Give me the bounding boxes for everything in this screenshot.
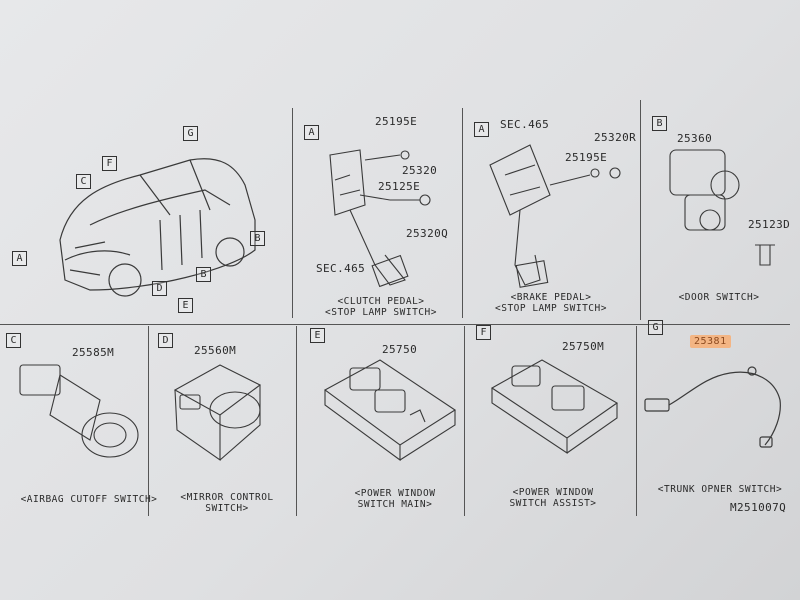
panel-tag-pw-assist: F xyxy=(476,325,491,340)
callout-e: E xyxy=(178,298,193,313)
airbag-switch-drawing xyxy=(19,364,139,458)
callout-b-lower: B xyxy=(196,267,211,282)
panel-tag-brake: A xyxy=(474,122,489,137)
part-number-25320r: 25320R xyxy=(594,131,637,144)
panel-tag-airbag: C xyxy=(6,333,21,348)
figure-code: M251007Q xyxy=(730,501,787,514)
part-number-25195e-brake: 25195E xyxy=(565,151,608,164)
caption-brake-line1: <BRAKE PEDAL> xyxy=(510,292,592,303)
callout-g: G xyxy=(183,126,198,141)
caption-pw-assist-line1: <POWER WINDOW xyxy=(512,487,594,498)
caption-mirror-line1: <MIRROR CONTROL xyxy=(180,492,274,503)
part-number-25381-highlighted: 25381 xyxy=(690,335,731,348)
callout-c: C xyxy=(76,174,91,189)
divider-h1 xyxy=(0,324,790,325)
part-number-25585m: 25585M xyxy=(72,346,115,359)
divider-v7 xyxy=(636,326,637,516)
callout-d: D xyxy=(152,281,167,296)
part-number-25750: 25750 xyxy=(382,343,418,356)
part-number-25320q: 25320Q xyxy=(406,227,449,240)
clutch-pedal-drawing xyxy=(329,149,431,288)
mirror-switch-drawing xyxy=(173,364,262,462)
divider-v2 xyxy=(462,108,463,318)
caption-pw-assist-line2: SWITCH ASSIST> xyxy=(509,498,597,509)
part-number-25195e-clutch: 25195E xyxy=(375,115,418,128)
divider-v4 xyxy=(148,326,149,516)
caption-pw-main-line1: <POWER WINDOW xyxy=(354,488,436,499)
caption-mirror-line2: SWITCH> xyxy=(205,503,249,514)
pw-main-switch-drawing xyxy=(323,359,457,462)
caption-clutch-line1: <CLUTCH PEDAL> xyxy=(337,296,425,307)
caption-brake-line2: <STOP LAMP SWITCH> xyxy=(495,303,607,314)
panel-tag-trunk: G xyxy=(648,320,663,335)
brake-pedal-drawing xyxy=(489,144,621,288)
part-number-25123d: 25123D xyxy=(748,218,791,231)
section-ref-clutch: SEC.465 xyxy=(316,262,366,275)
divider-v5 xyxy=(296,326,297,516)
door-switch-drawing xyxy=(669,149,775,266)
vehicle-overview-drawing xyxy=(59,158,256,297)
panel-tag-mirror: D xyxy=(158,333,173,348)
caption-clutch-line2: <STOP LAMP SWITCH> xyxy=(325,307,437,318)
section-ref-brake: SEC.465 xyxy=(500,118,550,131)
panel-tag-clutch: A xyxy=(304,125,319,140)
caption-trunk: <TRUNK OPNER SWITCH> xyxy=(657,484,783,495)
callout-a: A xyxy=(12,251,27,266)
caption-airbag: <AIRBAG CUTOFF SWITCH> xyxy=(20,494,158,505)
pw-assist-switch-drawing xyxy=(490,359,619,455)
divider-v3 xyxy=(640,100,641,320)
callout-f: F xyxy=(102,156,117,171)
part-number-25125e: 25125E xyxy=(378,180,421,193)
trunk-opener-switch-drawing xyxy=(644,366,781,448)
part-number-25360: 25360 xyxy=(677,132,713,145)
caption-pw-main-line2: SWITCH MAIN> xyxy=(357,499,433,510)
part-number-25320: 25320 xyxy=(402,164,438,177)
divider-v6 xyxy=(464,326,465,516)
part-number-25560m: 25560M xyxy=(194,344,237,357)
callout-b-right: B xyxy=(250,231,265,246)
caption-door: <DOOR SWITCH> xyxy=(678,292,760,303)
part-number-25750m: 25750M xyxy=(562,340,605,353)
panel-tag-pw-main: E xyxy=(310,328,325,343)
divider-v1 xyxy=(292,108,293,318)
panel-tag-door: B xyxy=(652,116,667,131)
